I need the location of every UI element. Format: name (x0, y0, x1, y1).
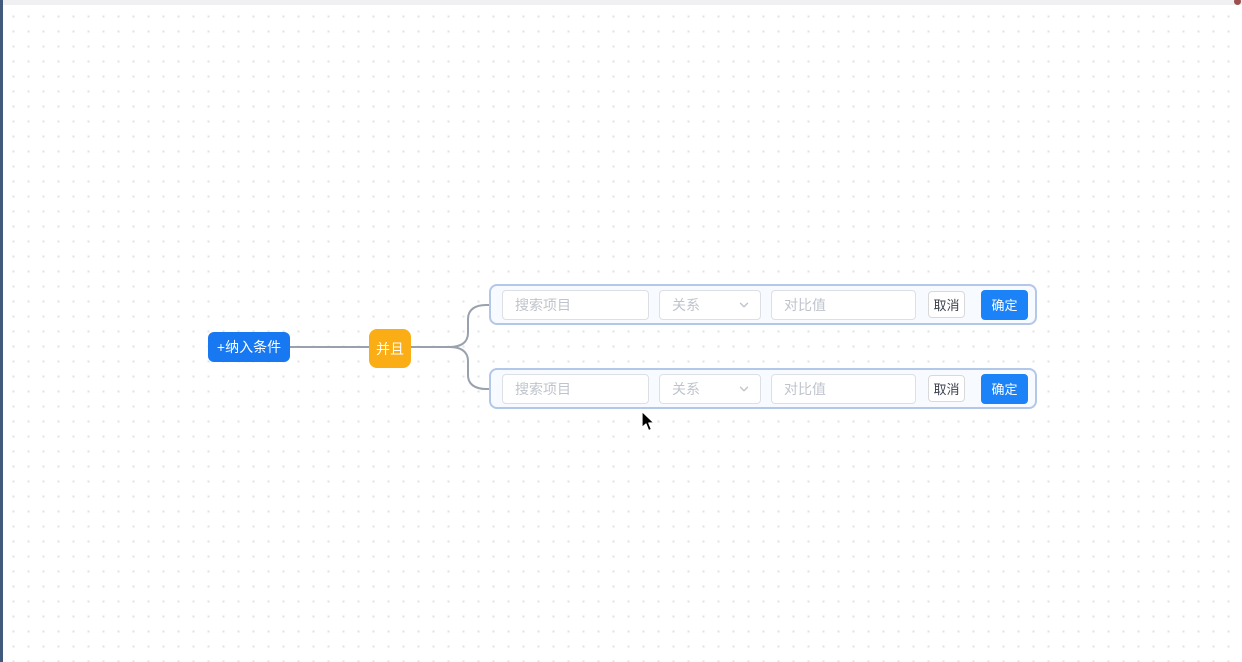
search-item-input[interactable] (502, 289, 649, 320)
and-operator-node[interactable]: 并且 (369, 329, 411, 368)
confirm-button[interactable]: 确定 (981, 289, 1028, 320)
condition-card: 关系 取消 确定 (489, 284, 1037, 325)
relation-select-placeholder: 关系 (672, 380, 700, 397)
chevron-down-icon (738, 299, 750, 311)
confirm-button[interactable]: 确定 (981, 373, 1028, 404)
add-inclusion-condition-node[interactable]: +纳入条件 (208, 332, 290, 362)
and-operator-label: 并且 (376, 340, 404, 357)
add-inclusion-condition-label: +纳入条件 (216, 339, 282, 355)
condition-card: 关系 取消 确定 (489, 368, 1037, 409)
cancel-button[interactable]: 取消 (928, 375, 965, 402)
relation-select-placeholder: 关系 (672, 296, 700, 313)
chevron-down-icon (738, 383, 750, 395)
corner-notification-dot (1234, 0, 1241, 5)
cancel-button[interactable]: 取消 (928, 291, 965, 318)
search-item-input[interactable] (502, 373, 649, 404)
top-toolbar-edge (0, 0, 1242, 5)
compare-value-input[interactable] (771, 289, 916, 320)
compare-value-input[interactable] (771, 373, 916, 404)
relation-select[interactable]: 关系 (659, 289, 761, 320)
left-sidebar-edge (0, 0, 3, 662)
relation-select[interactable]: 关系 (659, 373, 761, 404)
